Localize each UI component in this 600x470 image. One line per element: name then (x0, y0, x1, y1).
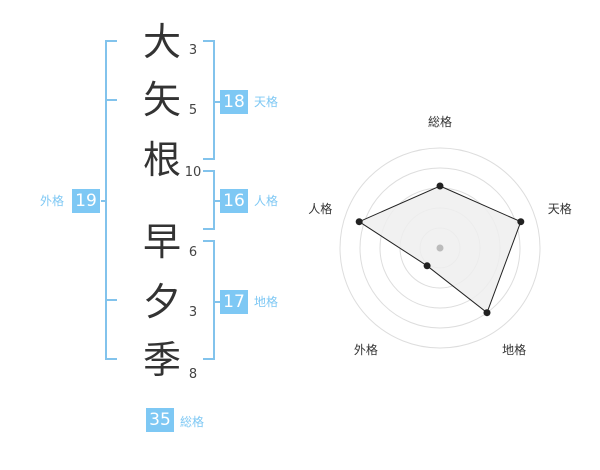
jinkaku-bracket-join (214, 200, 220, 202)
stroke-count-1: 3 (188, 43, 198, 58)
gaikaku-badge: 19 (72, 189, 100, 213)
name-char-6: 季 (142, 338, 181, 382)
name-char-3: 根 (142, 138, 181, 182)
chikaku-label: 地格 (254, 295, 279, 309)
soukaku-label: 総格 (180, 415, 205, 429)
gaikaku-label: 外格 (40, 194, 65, 208)
radar-point-3 (483, 309, 491, 317)
tenkaku-badge: 18 (220, 90, 248, 114)
radar-axis-label-1: 総格 (428, 114, 452, 129)
radar-grid-ring (339, 147, 541, 349)
tenkaku-bracket (203, 40, 215, 160)
radar-center-dot (436, 244, 444, 252)
name-char-5: 夕 (142, 280, 181, 324)
name-char-4: 早 (142, 220, 181, 264)
radar-axis-label-3: 地格 (502, 342, 526, 357)
radar-point-2 (517, 218, 525, 226)
gaikaku-bracket-tick (105, 99, 117, 101)
stroke-count-5: 3 (188, 305, 198, 320)
gaikaku-bracket-join (101, 200, 106, 202)
gaikaku-bracket-tick (105, 299, 117, 301)
radar-axis-label-2: 天格 (548, 201, 572, 216)
stroke-count-4: 6 (188, 245, 198, 260)
chikaku-bracket (203, 240, 215, 360)
radar-axis-label-4: 外格 (354, 342, 378, 357)
jinkaku-label: 人格 (254, 194, 279, 208)
radar-point-5 (355, 218, 363, 226)
stroke-count-6: 8 (188, 367, 198, 382)
radar-grid-ring (359, 167, 521, 329)
soukaku-badge: 35 (146, 408, 174, 432)
chikaku-bracket-join (214, 301, 220, 303)
gaikaku-bracket (105, 40, 117, 360)
stroke-count-3: 10 (184, 165, 202, 180)
name-char-2: 矢 (142, 78, 181, 122)
radar-axis-label-5: 人格 (308, 201, 332, 216)
tenkaku-label: 天格 (254, 95, 279, 109)
name-char-1: 大 (142, 20, 181, 64)
tenkaku-bracket-join (214, 101, 220, 103)
radar-point-1 (436, 182, 444, 190)
radar-points (355, 182, 525, 317)
radar-point-4 (423, 262, 431, 270)
stroke-count-2: 5 (188, 103, 198, 118)
chikaku-badge: 17 (220, 290, 248, 314)
jinkaku-badge: 16 (220, 189, 248, 213)
